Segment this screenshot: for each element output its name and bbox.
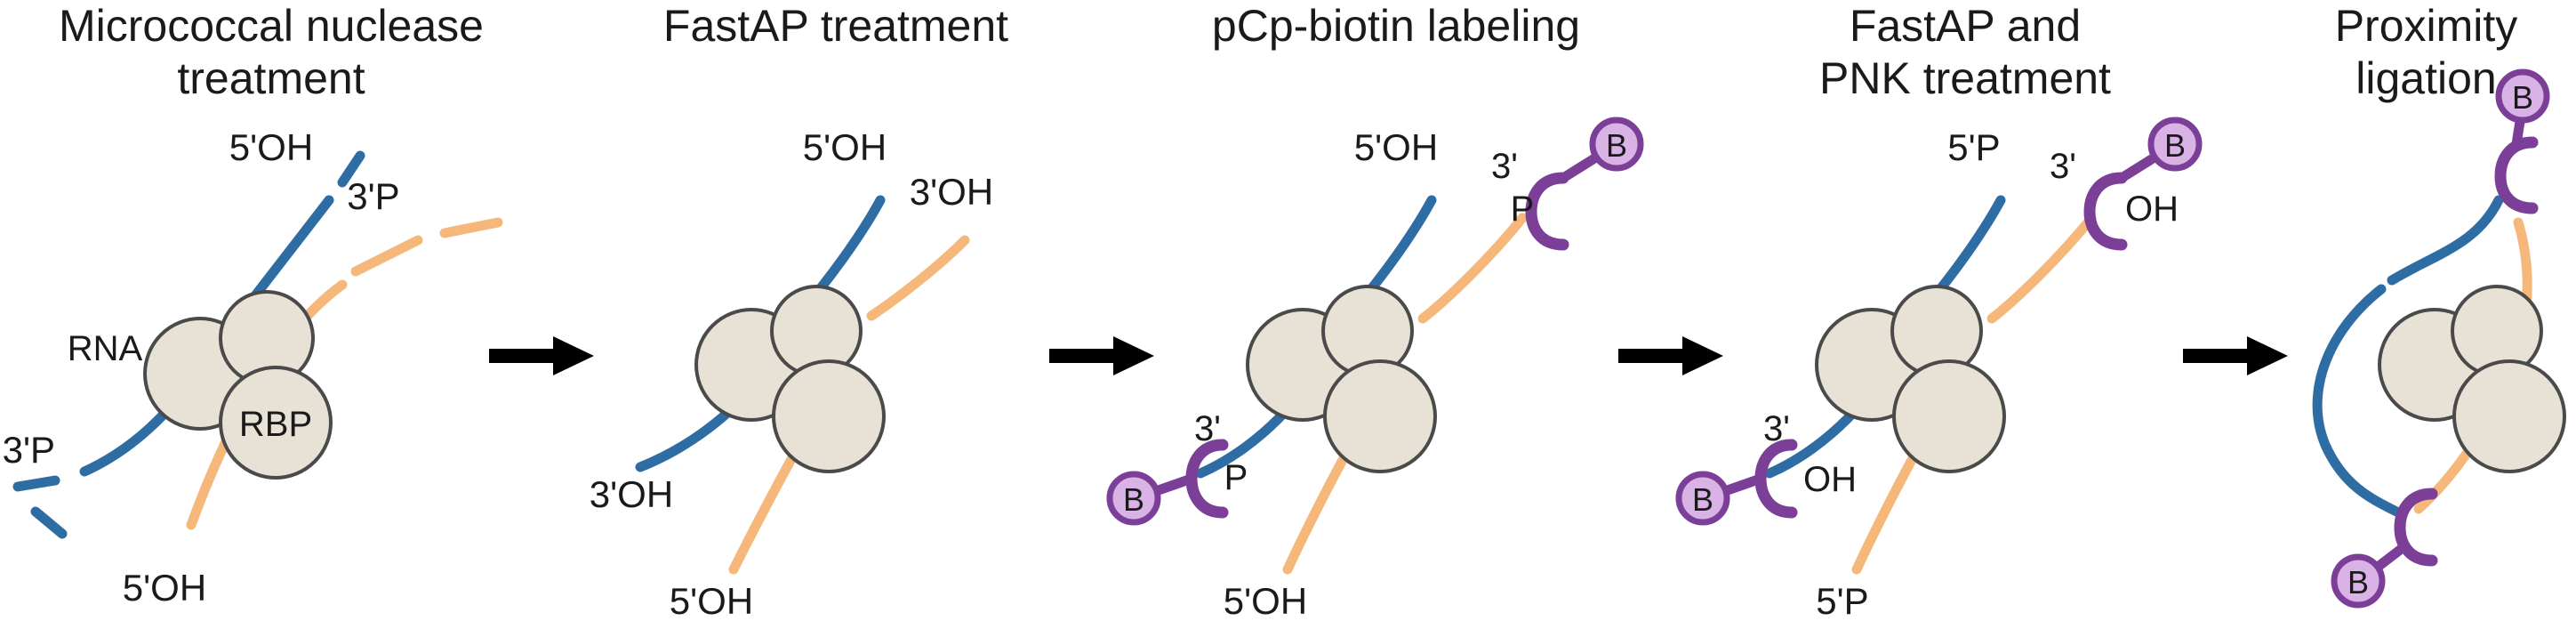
step3-label-3prime-top: 3'	[1491, 147, 1518, 186]
step-title-3: pCp-biotin labeling	[1211, 1, 1581, 51]
step-panel-3: pCp-biotin labeling B 3' P	[1106, 0, 1654, 629]
step3-biotin-top-B: B	[1606, 127, 1627, 164]
step4-biotin-bottom-B: B	[1692, 481, 1713, 518]
step4-biotin-top-B: B	[2164, 127, 2186, 164]
flow-arrow-1	[489, 329, 596, 383]
step-art-5: B B	[2276, 69, 2576, 629]
step1-label-5ohtop: 5'OH	[229, 126, 313, 168]
step-panel-5: Proximity ligation B	[2276, 0, 2576, 629]
flow-arrow-4	[2183, 329, 2290, 383]
step-title-2: FastAP treatment	[662, 1, 1009, 51]
step4-label-OH-bottom: OH	[1803, 460, 1857, 499]
step3-biotin-bottom-B: B	[1123, 481, 1144, 518]
step4-label-5pbottom: 5'P	[1816, 580, 1868, 622]
step-title-5: Proximity ligation	[2334, 1, 2518, 103]
step3-label-P-top: P	[1511, 190, 1535, 229]
step2-label-3ohtop: 3'OH	[910, 171, 993, 213]
step2-label-3ohbottom: 3'OH	[590, 473, 673, 515]
step1-label-5ohbottom: 5'OH	[123, 567, 206, 609]
step-art-3: B 3' P B 3' P 5'OH 5'OH	[1106, 107, 1654, 629]
step1-label-rna: RNA	[68, 329, 143, 368]
step-art-4: B 3' OH B 3' OH 5'P 5'P	[1675, 107, 2223, 629]
step-panel-2: FastAP treatment 5'OH 3'OH 3'OH 5'OH	[587, 0, 1085, 629]
step4-label-3prime-top: 3'	[2050, 147, 2076, 186]
step-panel-1: Micrococcal nuclease treatment 5'OH 3	[0, 0, 542, 629]
step2-label-5ohtop: 5'OH	[803, 126, 887, 168]
step-title-4: FastAP and PNK treatment	[1819, 1, 2111, 103]
step1-label-rbp: RBP	[239, 405, 312, 444]
step3-label-5ohbottom: 5'OH	[1224, 580, 1307, 622]
step5-biotin-bottom-B: B	[2347, 564, 2369, 601]
step1-label-3pbottom: 3'P	[3, 429, 55, 471]
flow-arrow-3	[1618, 329, 1725, 383]
flow-arrow-2	[1049, 329, 1156, 383]
step3-label-3prime-bottom: 3'	[1194, 409, 1221, 448]
step-art-1: 5'OH 3'P RNA RBP 3'P 5'OH	[0, 107, 542, 629]
step3-label-5ohtop: 5'OH	[1354, 126, 1438, 168]
step1-label-3ptop: 3'P	[347, 175, 399, 217]
step4-label-3prime-bottom: 3'	[1763, 409, 1790, 448]
step-title-1: Micrococcal nuclease treatment	[59, 1, 484, 103]
step3-label-P-bottom: P	[1224, 458, 1248, 497]
step4-label-OH-top: OH	[2125, 190, 2179, 229]
step-art-2: 5'OH 3'OH 3'OH 5'OH	[587, 107, 1085, 629]
step-panel-4: FastAP and PNK treatment B 3' OH	[1675, 0, 2223, 629]
step5-biotin-top-B: B	[2512, 79, 2533, 116]
step2-label-5ohbottom: 5'OH	[670, 580, 753, 622]
step4-label-5ptop: 5'P	[1947, 126, 2000, 168]
